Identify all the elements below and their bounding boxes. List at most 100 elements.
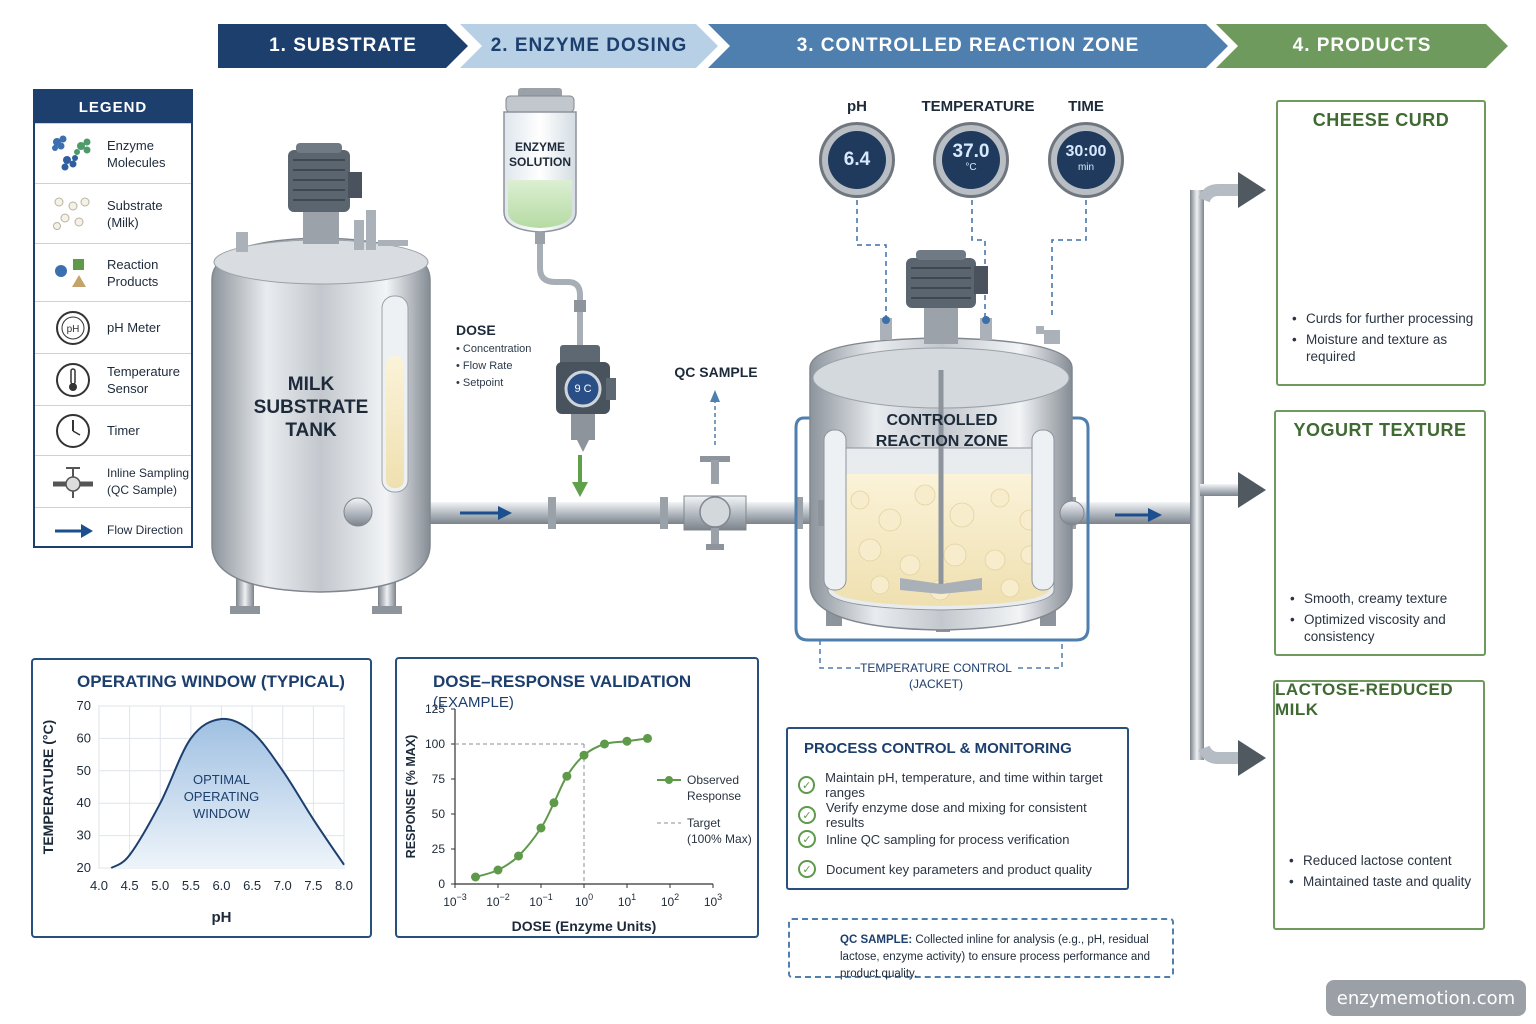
legend-label: Temperature Sensor (107, 363, 180, 396)
temperature-unit: °C (965, 162, 977, 173)
product-card-cheese-curd: CHEESE CURD Curds for further processing… (1276, 100, 1486, 386)
card-image-space (1278, 138, 1484, 302)
x-tick-label: 8.0 (335, 878, 353, 893)
temperature-gauge: 37.0 °C (933, 122, 1009, 198)
response-point (600, 739, 610, 749)
y-tick-label: 25 (432, 842, 446, 856)
legend-label: Inline Sampling (QC Sample) (107, 465, 190, 497)
jacket-label-line: TEMPERATURE CONTROL (860, 661, 1012, 675)
legend-item-reaction-products: Reaction Products (35, 243, 191, 301)
y-axis-label: TEMPERATURE (°C) (40, 720, 56, 854)
flow-arrow-2 (1115, 508, 1162, 522)
qc-sampling-valve (683, 390, 747, 550)
product-bullets: Smooth, creamy texture Optimized viscosi… (1276, 582, 1484, 645)
x-tick-label: 10−2 (486, 892, 510, 909)
svg-text:pH: pH (67, 324, 80, 335)
x-tick-label: 7.0 (274, 878, 292, 893)
ph-value: 6.4 (843, 149, 871, 170)
tank-label-line: TANK (285, 420, 337, 441)
qc-sample-label: QC SAMPLE (674, 364, 758, 380)
x-tick-label: 4.0 (90, 878, 108, 893)
x-tick-label: 102 (661, 892, 679, 909)
jacket-label-line: (JACKET) (909, 677, 963, 691)
ph-meter-icon: pH (43, 305, 103, 351)
dosing-pump-label: 9 C (574, 383, 592, 395)
legend-item-temperature-sensor: Temperature Sensor (35, 353, 191, 405)
dose-title: DOSE (456, 322, 496, 338)
temperature-sensor-icon (43, 357, 103, 403)
response-point (536, 823, 546, 833)
time-value: 30:00 (1065, 143, 1107, 160)
legend-item-ph-meter: pH pH Meter (35, 301, 191, 353)
legend-item-inline-sampling: Inline Sampling (QC Sample) (35, 455, 191, 507)
legend-item-timer: Timer (35, 405, 191, 455)
y-tick-label: 30 (77, 828, 91, 843)
x-tick-label: 10−1 (529, 892, 553, 909)
response-point (579, 750, 589, 760)
response-point (622, 736, 632, 746)
process-steps-banner: 1. SUBSTRATE 2. ENZYME DOSING 3. CONTROL… (218, 24, 1508, 68)
chart-title: DOSE–RESPONSE VALIDATION (EXAMPLE) (433, 672, 757, 712)
process-control-item: ✓Verify enzyme dose and mixing for consi… (798, 800, 1127, 830)
y-tick-label: 100 (425, 737, 445, 751)
x-tick-label: 103 (704, 892, 722, 909)
step-substrate: 1. SUBSTRATE (218, 24, 468, 68)
response-point (562, 771, 572, 781)
watermark: enzymemotion.com (1326, 980, 1526, 1016)
legend: LEGEND Enzyme Molecules Substrate (Milk) (33, 89, 193, 548)
x-tick-label: 4.5 (121, 878, 139, 893)
reaction-vessel (794, 250, 1090, 669)
process-control-text: Verify enzyme dose and mixing for consis… (825, 800, 1087, 830)
gauge-label-temperature: TEMPERATURE (921, 98, 1035, 115)
qc-sample-note: QC SAMPLE: Collected inline for analysis… (788, 918, 1174, 980)
y-tick-label: 20 (77, 860, 91, 875)
product-bullet: Smooth, creamy texture (1290, 590, 1474, 607)
jacket-label: TEMPERATURE CONTROL (JACKET) (856, 660, 1016, 692)
step-enzyme-dosing: 2. ENZYME DOSING (460, 24, 718, 68)
product-title: LACTOSE-REDUCED MILK (1275, 680, 1454, 719)
product-arrow-1 (1238, 172, 1266, 208)
operating-window-curve (110, 717, 345, 869)
legend-label: Reaction Products (107, 256, 159, 289)
legend-label: pH Meter (107, 320, 161, 335)
product-arrow-2 (1238, 472, 1266, 508)
product-bullet: Moisture and texture as required (1292, 331, 1474, 365)
product-arrow-3 (1238, 740, 1266, 776)
time-unit: min (1077, 162, 1095, 173)
ph-gauge: 6.4 (819, 122, 895, 198)
tank-label-line: SUBSTRATE (253, 397, 369, 418)
step-products: 4. PRODUCTS (1216, 24, 1508, 68)
response-curve (475, 737, 648, 878)
dose-arrow (572, 482, 588, 497)
legend-observed-label: Response (687, 789, 741, 803)
process-control-text: Document key parameters and product qual… (826, 861, 1092, 877)
y-tick-label: 0 (438, 877, 445, 891)
qc-note-bold: QC SAMPLE: (840, 934, 913, 946)
timer-gauge: 30:00 min (1048, 122, 1124, 198)
step-controlled-reaction-zone: 3. CONTROLLED REACTION ZONE (708, 24, 1228, 68)
enzyme-molecules-icon (43, 131, 103, 177)
tank-label-line: MILK (287, 374, 335, 395)
milk-substrate-tank (211, 143, 431, 614)
dose-item: • Flow Rate (456, 360, 513, 372)
legend-item-substrate: Substrate (Milk) (35, 183, 191, 243)
x-tick-label: 7.5 (304, 878, 322, 893)
product-title: CHEESE CURD (1312, 109, 1450, 130)
check-icon: ✓ (798, 860, 816, 878)
y-axis-label: RESPONSE (% MAX) (404, 735, 418, 859)
operating-window-area (111, 718, 344, 868)
legend-target-label: Target (687, 816, 721, 830)
enzyme-label-line: SOLUTION (509, 155, 571, 169)
product-bullet: Reduced lactose content (1289, 852, 1473, 869)
reactor-label-line: REACTION ZONE (875, 433, 1009, 450)
response-point (493, 865, 503, 875)
y-tick-label: 40 (77, 795, 91, 810)
process-control-text: Maintain pH, temperature, and time withi… (825, 770, 1103, 800)
product-card-yogurt: YOGURT TEXTURE Smooth, creamy texture Op… (1274, 410, 1486, 656)
product-bullets: Reduced lactose content Maintained taste… (1275, 844, 1483, 890)
legend-observed-marker (665, 776, 673, 784)
check-icon: ✓ (798, 776, 816, 794)
